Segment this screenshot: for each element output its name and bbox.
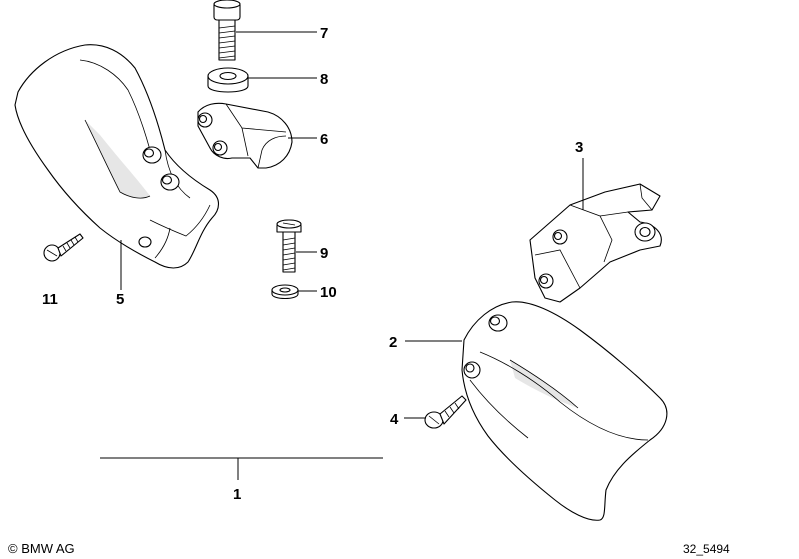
leader-lines [100, 31, 584, 480]
callout-2: 2 [389, 334, 397, 351]
callout-5: 5 [116, 291, 124, 308]
bolt-7 [213, 0, 241, 61]
callouts: 7 8 6 9 10 3 2 4 11 5 1 [42, 25, 583, 503]
spacer-8 [207, 67, 249, 93]
bracket-6 [197, 102, 293, 169]
hand-guard-right [461, 301, 668, 521]
copyright-label: © BMW AG [8, 541, 75, 556]
callout-11: 11 [42, 291, 58, 308]
callout-1: 1 [233, 486, 241, 503]
callout-10: 10 [320, 284, 337, 301]
callout-9: 9 [320, 245, 328, 262]
screw-11 [43, 233, 84, 262]
diagram-id: 32_5494 [683, 542, 730, 556]
callout-3: 3 [575, 139, 583, 156]
callout-4: 4 [390, 411, 399, 428]
hand-guard-left [14, 44, 220, 269]
screw-4 [424, 395, 467, 429]
callout-6: 6 [320, 131, 328, 148]
callout-8: 8 [320, 71, 328, 88]
bracket-3 [529, 183, 662, 303]
screw-9 [276, 219, 302, 273]
washer-10 [271, 284, 299, 300]
callout-7: 7 [320, 25, 328, 42]
